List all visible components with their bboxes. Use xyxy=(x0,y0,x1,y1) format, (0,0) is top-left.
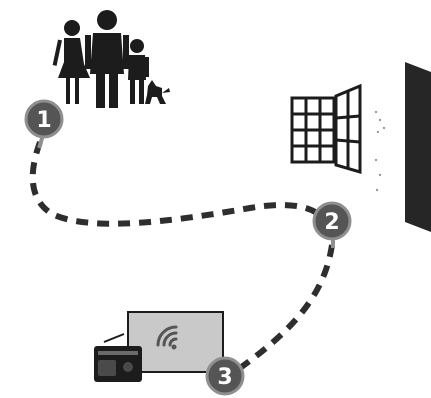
family-with-dog-icon xyxy=(53,10,170,108)
television-wifi-icon xyxy=(128,312,223,372)
dotted-marks xyxy=(375,111,385,191)
path-segment-1-2 xyxy=(33,142,322,224)
path-segment-2-3 xyxy=(240,245,332,368)
marker-2-label: 2 xyxy=(324,210,339,235)
marker-1-label: 1 xyxy=(36,108,51,133)
marker-3-label: 3 xyxy=(217,365,232,390)
marker-1: 1 xyxy=(26,101,62,148)
wall-icon xyxy=(389,62,431,232)
window-icon xyxy=(292,86,360,172)
marker-2: 2 xyxy=(314,203,350,248)
marker-3: 3 xyxy=(207,358,243,394)
